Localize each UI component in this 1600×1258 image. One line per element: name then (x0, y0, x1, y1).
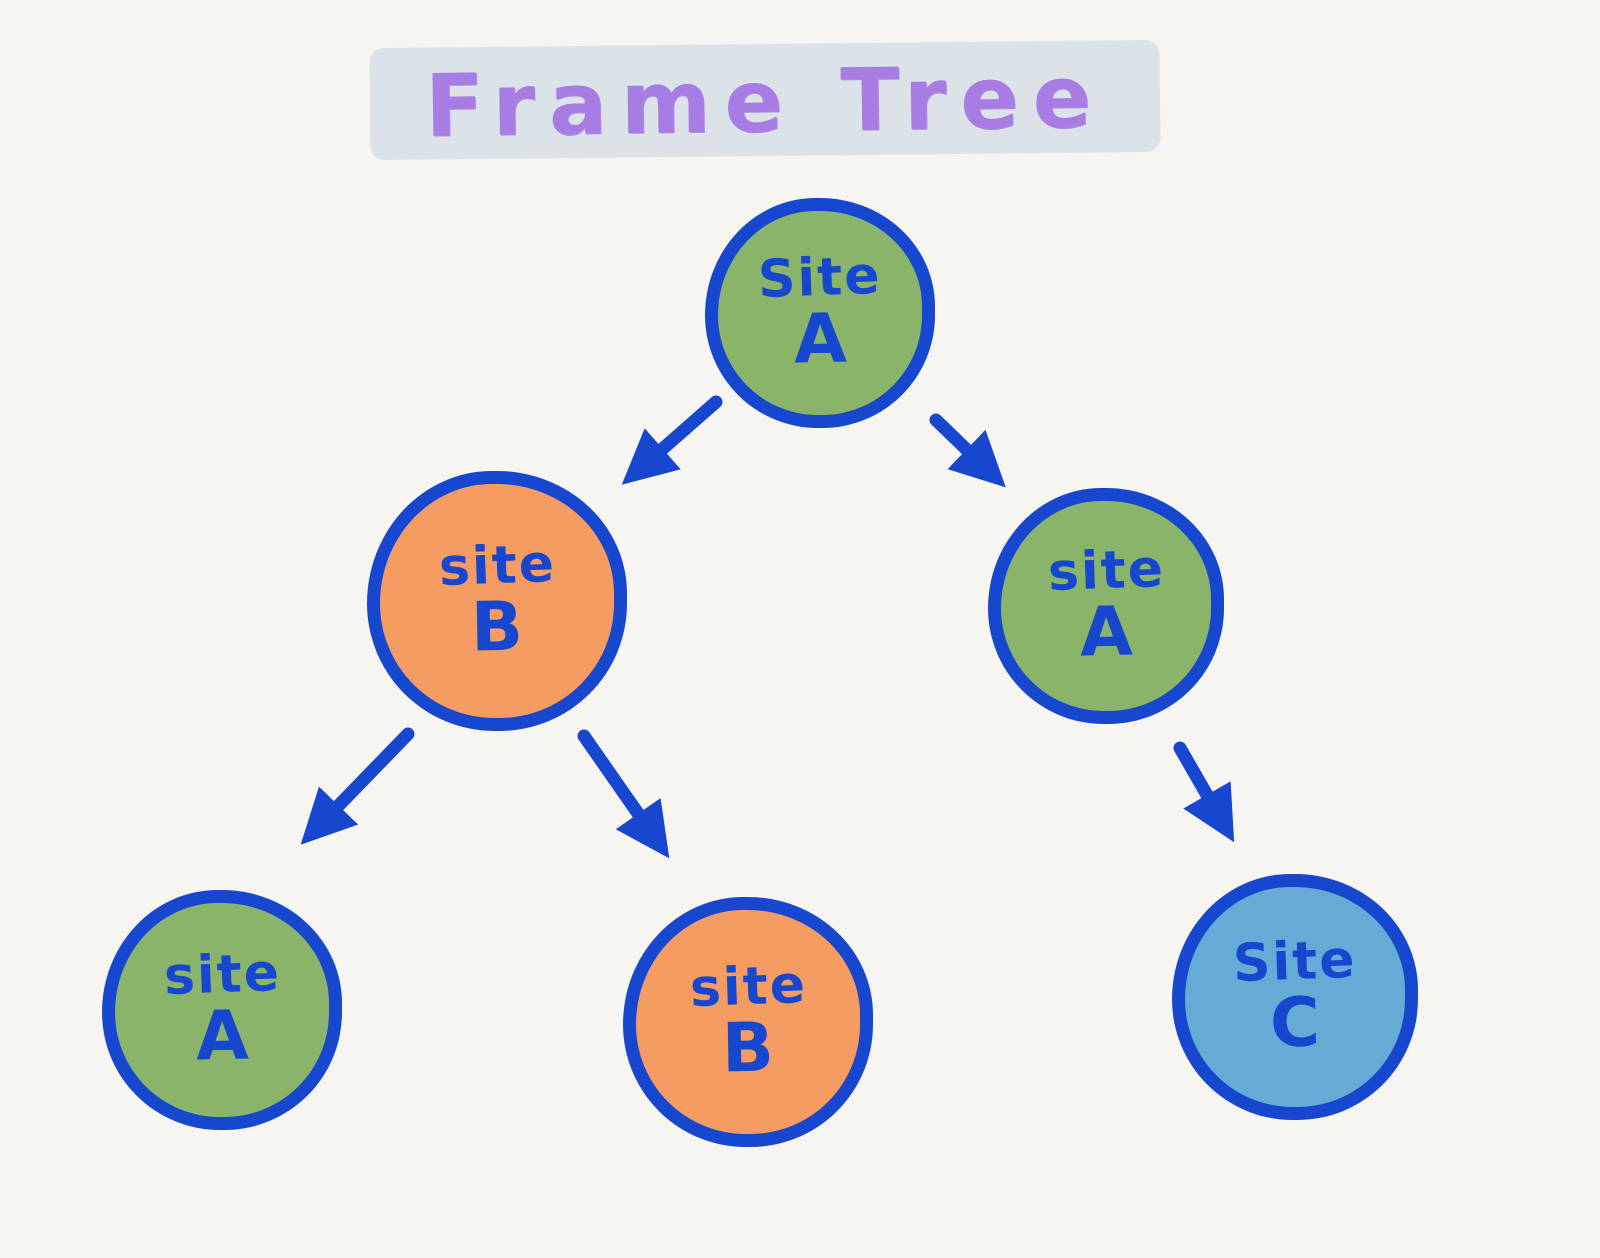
node-label-word: site (1046, 538, 1166, 603)
node-site-c-leaf: Site C (1172, 874, 1418, 1120)
edge-mid-right-to-bottom-right (1173, 741, 1235, 843)
node-label-word: Site (757, 245, 883, 310)
node-site-b-leaf: site B (623, 897, 873, 1147)
node-site-a-root: Site A (705, 198, 935, 428)
edge-mid-left-to-bottom-mid (577, 729, 670, 859)
node-label-letter: C (1269, 983, 1321, 1064)
edge-mid-left-to-bottom-left (300, 727, 415, 845)
diagram-title: Frame Tree (424, 47, 1106, 157)
node-site-a-leaf: site A (102, 890, 342, 1130)
node-label-word: site (688, 954, 808, 1019)
node-label-letter: B (721, 1008, 775, 1089)
node-site-a-mid: site A (988, 488, 1224, 724)
node-label-word: site (162, 942, 282, 1007)
node-label-letter: A (792, 299, 847, 380)
edge-root-to-mid-left (621, 395, 723, 485)
edge-root-to-mid-right (929, 413, 1006, 488)
node-label-letter: B (470, 587, 524, 668)
node-site-b-mid: site B (367, 471, 627, 731)
diagram-title-area: Frame Tree (369, 38, 1161, 166)
node-label-word: site (437, 533, 557, 598)
node-label-letter: A (194, 996, 249, 1077)
node-label-word: Site (1232, 929, 1358, 994)
node-label-letter: A (1078, 592, 1133, 673)
